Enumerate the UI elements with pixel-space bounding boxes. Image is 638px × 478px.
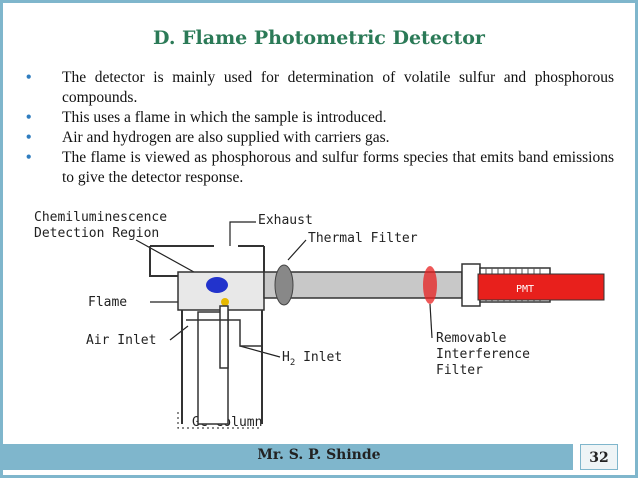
bullet-marker: • [26, 149, 32, 166]
bullet-text: This uses a flame in which the sample is… [62, 109, 387, 126]
bullet-text: The flame is viewed as phosphorous and s… [62, 149, 614, 186]
bullet-item: • Air and hydrogen are also supplied with… [24, 128, 614, 148]
label-flame: Flame [88, 295, 127, 310]
leader-air [169, 325, 189, 341]
slide-title: D. Flame Photometric Detector [153, 27, 485, 49]
label-air-inlet: Air Inlet [86, 333, 156, 348]
leader-thermal [287, 239, 307, 261]
h2-capillary [219, 305, 229, 369]
leader-h2 [239, 345, 281, 358]
interference-filter [423, 266, 437, 304]
detector-housing [149, 245, 265, 424]
label-interference: Interference [436, 347, 530, 362]
footer-author: Mr. S. P. Shinde [257, 447, 381, 463]
bullet-text: Air and hydrogen are also supplied with … [62, 129, 390, 146]
thermal-filter-lens [274, 264, 294, 306]
bullet-marker: • [26, 129, 32, 146]
label-pmt: PMT [516, 284, 534, 295]
footer-bar [3, 444, 573, 470]
leader-filter [429, 303, 433, 339]
fpd-diagram: Chemiluminescence Detection Region Exhau… [34, 210, 605, 430]
bullet-item: • This uses a flame in which the sample i… [24, 108, 614, 128]
label-removable: Removable [436, 331, 507, 346]
label-chemiluminescence: Chemiluminescence [34, 210, 167, 225]
label-exhaust: Exhaust [258, 213, 313, 228]
label-filter: Filter [436, 363, 483, 378]
gc-column-line [177, 412, 262, 429]
pmt-tube [477, 273, 605, 301]
bullet-marker: • [26, 69, 32, 86]
label-h2-inlet: H2 Inlet [282, 350, 342, 368]
bullet-item: • The flame is viewed as phosphorous and … [24, 148, 614, 188]
label-detection-region: Detection Region [34, 226, 159, 241]
bullet-marker: • [26, 109, 32, 126]
bullet-list: • The detector is mainly used for determi… [24, 68, 614, 188]
pmt-housing [461, 263, 481, 307]
flame-tip [221, 298, 229, 306]
page-number: 32 [580, 444, 618, 470]
bullet-item: • The detector is mainly used for determi… [24, 68, 614, 108]
h2-line [186, 319, 262, 347]
label-thermal-filter: Thermal Filter [308, 231, 418, 246]
chemiluminescence-blob [206, 277, 228, 293]
leader-exhaust [229, 221, 256, 246]
bullet-text: The detector is mainly used for determin… [62, 69, 614, 106]
